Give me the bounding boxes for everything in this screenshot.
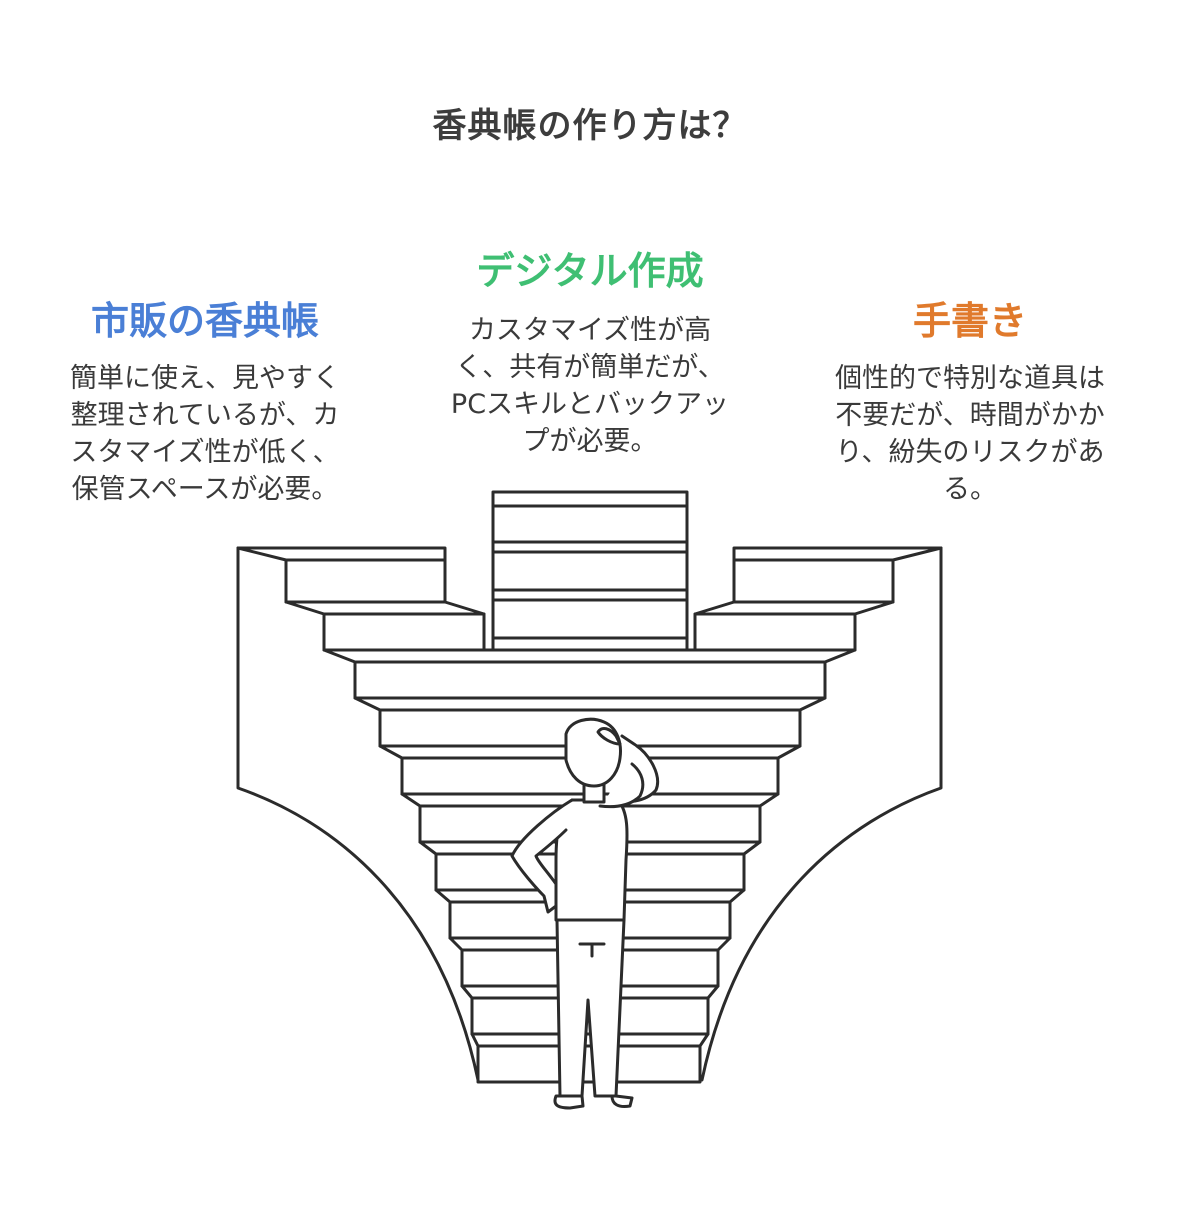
description-line: 整理されているが、カ xyxy=(70,400,340,431)
option-heading-commercial: 市販の香典帳 xyxy=(90,299,319,343)
option-description-handwritten: 個性的で特別な道具は 不要だが、時間がかか り、紛失のリスクがあ る。 xyxy=(810,360,1130,508)
staircase-side-walls xyxy=(236,546,943,1082)
description-line: 個性的で特別な道具は xyxy=(835,363,1105,394)
staircase-right-upper-steps xyxy=(693,546,943,652)
description-line: り、紛失のリスクがあ xyxy=(835,437,1105,468)
staircase-center-tower xyxy=(491,490,689,652)
option-description-digital: カスタマイズ性が高 く、共有が簡単だが、 PCスキルとバックアッ プが必要。 xyxy=(420,312,760,460)
description-line: る。 xyxy=(943,474,997,505)
page-title: 香典帳の作り方は？ xyxy=(432,106,748,146)
staircase-left-upper-steps xyxy=(236,546,486,652)
description-line: スタマイズ性が低く、 xyxy=(70,437,340,468)
description-line: 簡単に使え、見やすく xyxy=(70,363,340,394)
option-heading-handwritten: 手書き xyxy=(912,299,1027,343)
description-line: プが必要。 xyxy=(522,426,658,457)
description-line: カスタマイズ性が高 xyxy=(468,315,712,346)
option-description-commercial: 簡単に使え、見やすく 整理されているが、カ スタマイズ性が低く、 保管スペースが… xyxy=(40,360,370,508)
description-line: く、共有が簡単だが、 xyxy=(455,352,725,383)
description-line: 保管スペースが必要。 xyxy=(71,474,339,505)
description-line: PCスキルとバックアッ xyxy=(450,389,730,420)
staircase-lower-steps xyxy=(322,648,857,1084)
thinking-person-illustration xyxy=(510,717,659,1110)
option-heading-digital: デジタル作成 xyxy=(476,249,704,293)
description-line: 不要だが、時間がかか xyxy=(835,400,1105,431)
